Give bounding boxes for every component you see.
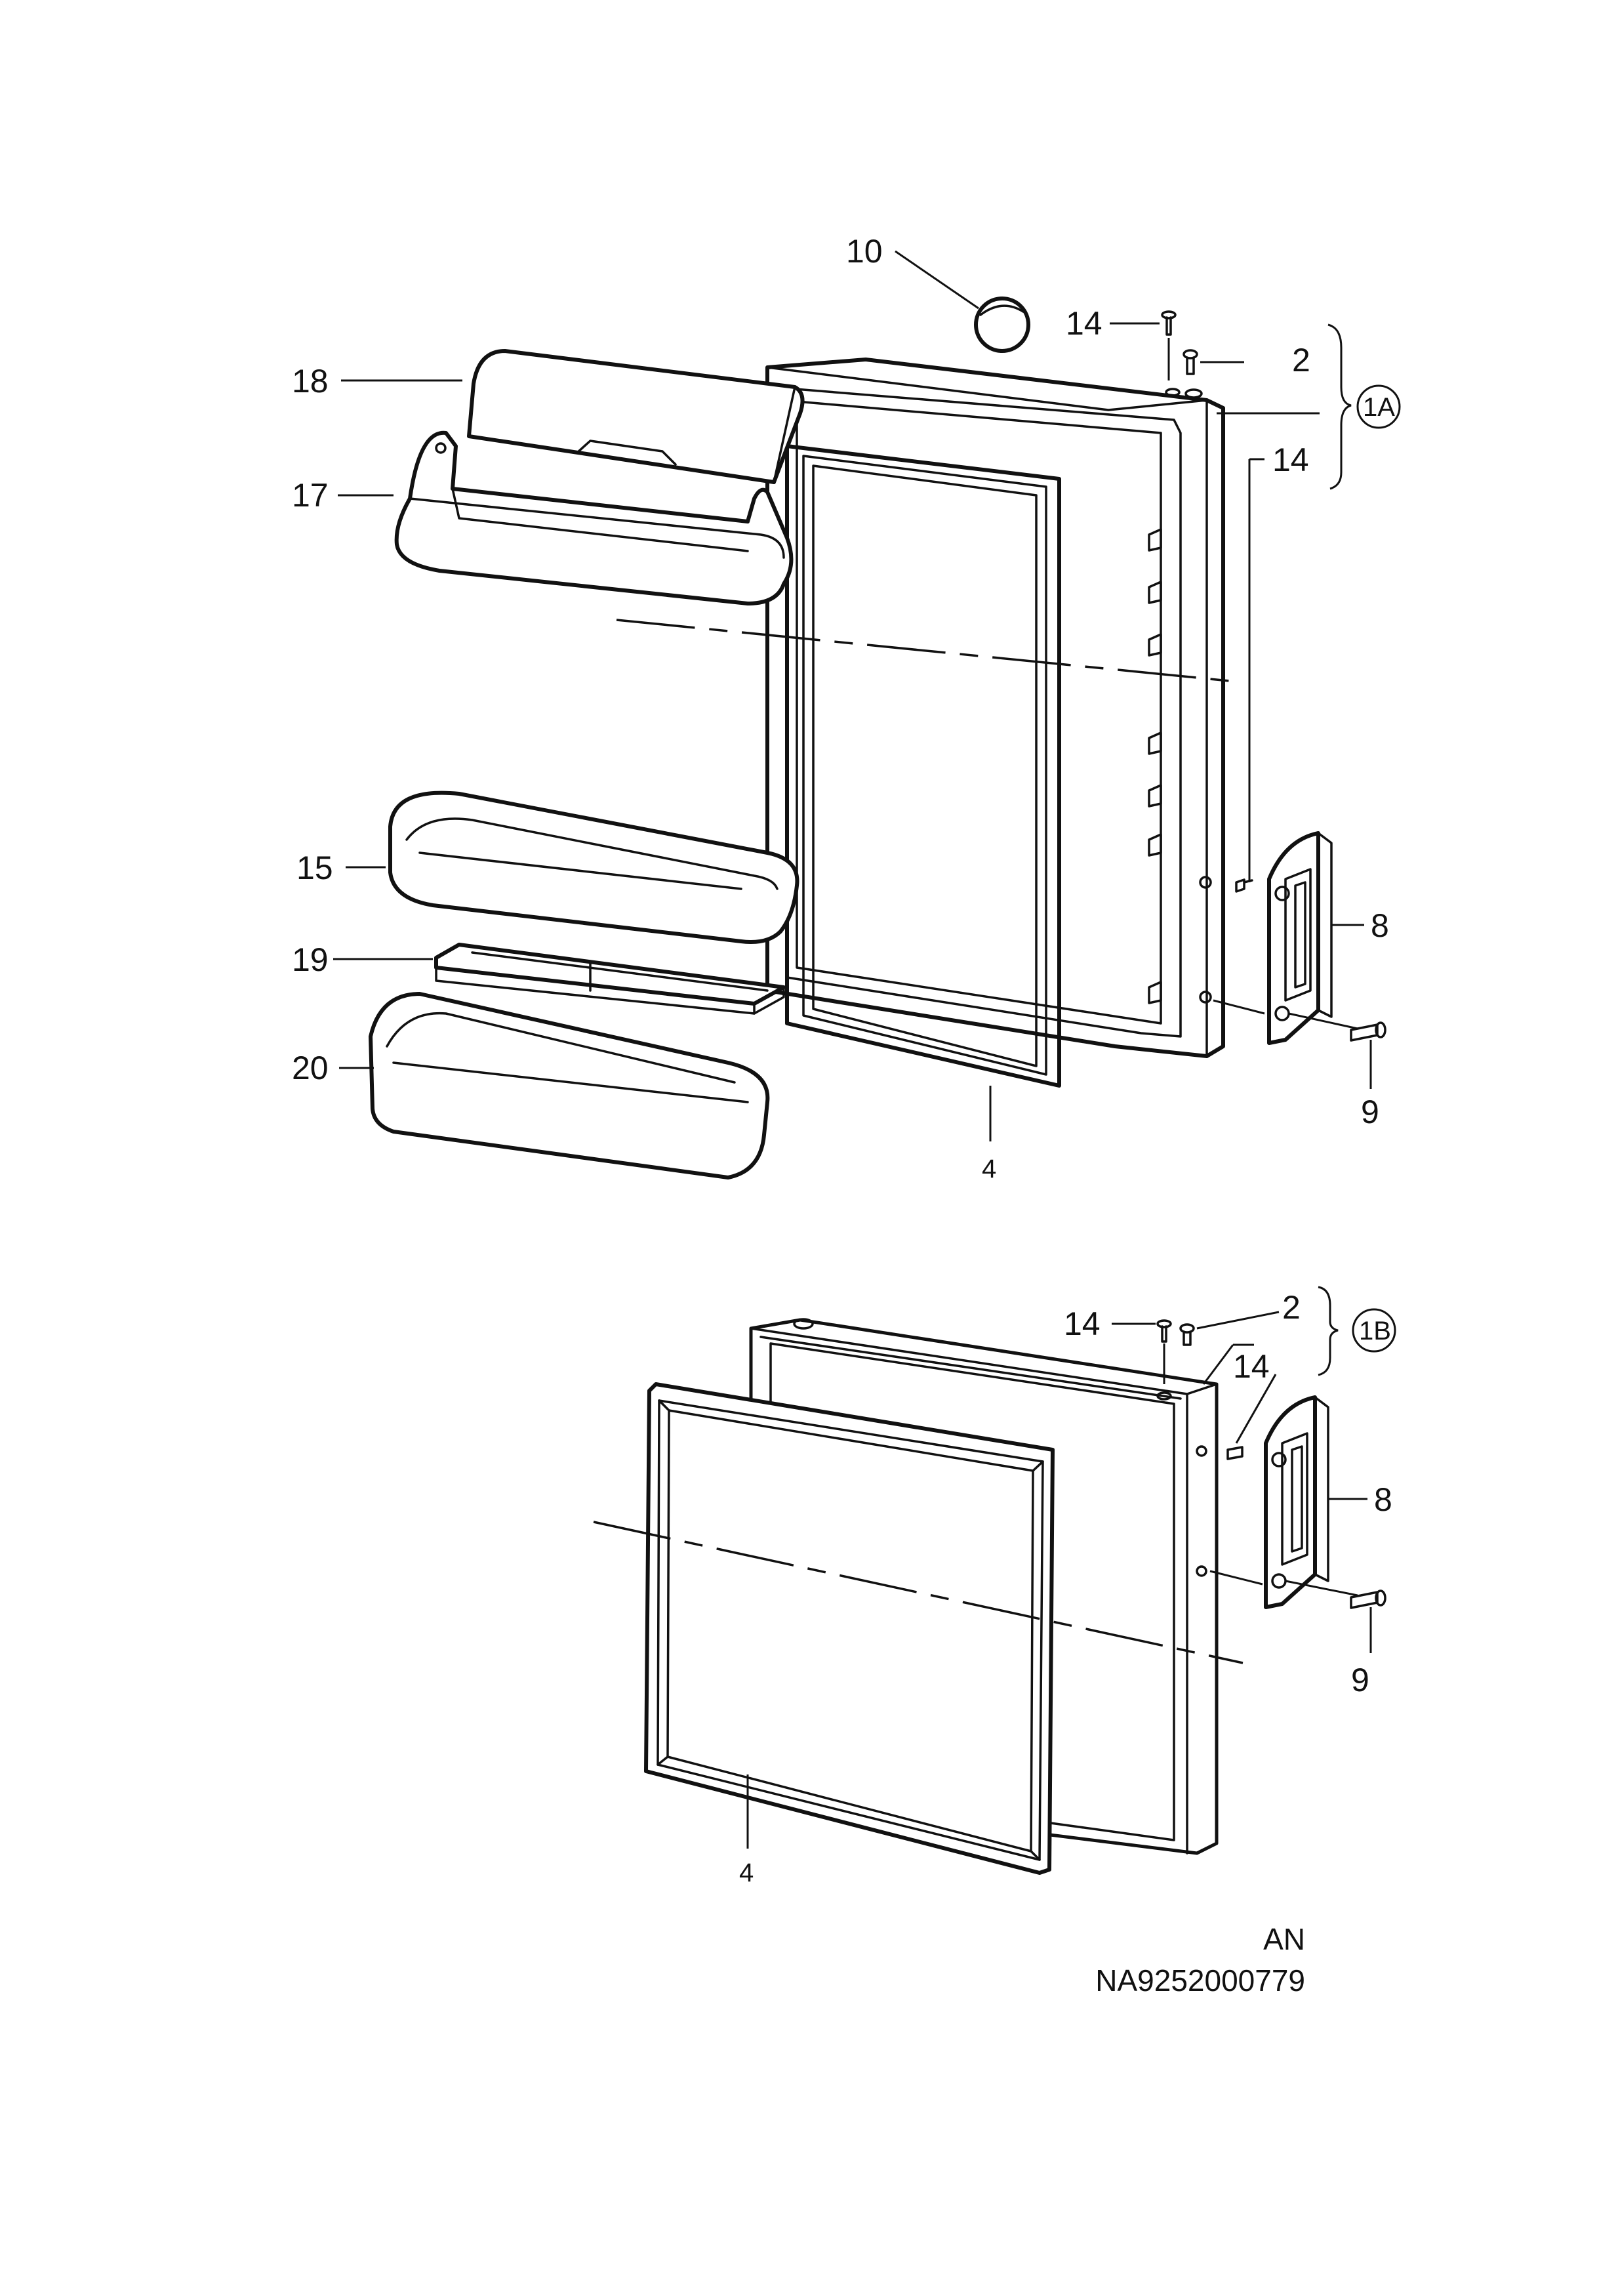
callout-4-a: 4 [982, 1155, 996, 1183]
callout-15: 15 [296, 850, 333, 886]
callout-10: 10 [846, 233, 883, 270]
screw-14-top-b [1156, 1319, 1172, 1343]
drawing-number: NA9252000779 [1095, 1963, 1305, 1998]
top-hole-right [1184, 388, 1203, 399]
callout-20: 20 [292, 1050, 329, 1086]
circle-1a [1356, 384, 1401, 429]
screw-14-right-a [1235, 878, 1253, 893]
door-handle-8-b [1264, 1395, 1329, 1609]
variant-code: AN [1263, 1922, 1305, 1956]
screw-2-b [1179, 1323, 1195, 1346]
callout-2-b: 2 [1282, 1289, 1301, 1326]
circle-1b [1352, 1308, 1396, 1353]
door-shelf-17 [394, 430, 794, 605]
callout-1a: 1A [1363, 393, 1395, 422]
callout-14-top-b: 14 [1064, 1305, 1101, 1342]
leader-lines-1b [746, 1286, 1372, 1849]
callout-14-right-b: 14 [1233, 1348, 1270, 1385]
callout-9-b: 9 [1351, 1662, 1369, 1698]
hinge-hole-lower [1199, 991, 1212, 1004]
screw-2-a [1183, 349, 1198, 375]
dairy-cover-18 [467, 349, 805, 484]
cap-10 [974, 297, 1030, 353]
leader-lines-1a [333, 250, 1372, 1141]
callout-8-a: 8 [1371, 907, 1389, 944]
drawing-footer: AN NA9252000779 [1095, 1922, 1305, 1998]
callout-8-b: 8 [1374, 1481, 1392, 1518]
callout-17: 17 [292, 477, 329, 514]
hinge-hole-upper [1199, 876, 1212, 889]
alignment-line-1a [616, 619, 1244, 684]
screw-14-right-b [1226, 1446, 1244, 1460]
callout-19: 19 [292, 941, 329, 978]
door-shelf-15 [388, 790, 799, 944]
door-gasket-1b [644, 1382, 1055, 1875]
callout-1b: 1B [1359, 1317, 1391, 1345]
callout-9-a: 9 [1361, 1094, 1379, 1130]
callout-14-right-a: 14 [1272, 441, 1309, 478]
screw-14-top-a [1161, 310, 1177, 336]
door-assembly-1a: 10 14 2 18 1A 14 17 15 8 19 20 9 4 [292, 233, 1401, 1183]
screw-9-b [1350, 1589, 1386, 1609]
door-handle-8-a [1267, 831, 1333, 1045]
screw-9-a [1350, 1021, 1386, 1042]
door-shelf-20 [369, 992, 770, 1179]
callout-4-b: 4 [739, 1858, 754, 1887]
door-panel-1a [765, 358, 1225, 1058]
alignment-line-1b [593, 1521, 1244, 1664]
top-hole-left [1165, 388, 1181, 397]
shelf-divider-19 [434, 943, 786, 1015]
callout-18: 18 [292, 363, 329, 400]
callout-14-top-a: 14 [1066, 305, 1102, 342]
door-gasket-1a [785, 444, 1061, 1088]
shelf-hooks [1148, 528, 1162, 1004]
door-assembly-1b: 14 2 1B 14 8 9 4 [593, 1286, 1396, 1887]
callout-2-a: 2 [1292, 342, 1310, 379]
